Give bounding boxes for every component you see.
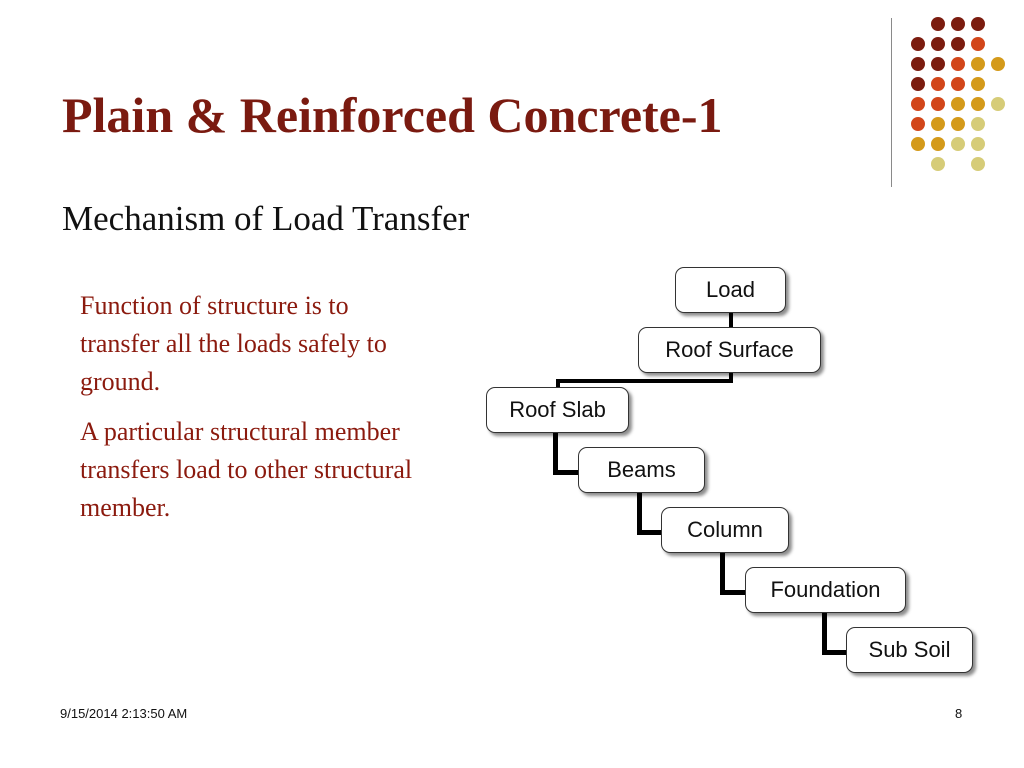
decorative-dot	[911, 37, 925, 51]
decorative-dot	[931, 97, 945, 111]
connector-load-roof-surface	[729, 311, 733, 327]
footer-page-number: 8	[955, 706, 963, 721]
connector-roof-surface-roof-slab-v	[556, 379, 560, 387]
decorative-dot	[931, 57, 945, 71]
node-beams: Beams	[578, 447, 705, 493]
decorative-dot	[951, 37, 965, 51]
decorative-dot	[951, 77, 965, 91]
decorative-dot	[971, 37, 985, 51]
slide-title: Plain & Reinforced Concrete-1	[62, 87, 723, 143]
connector-column-foundation	[720, 553, 725, 594]
paragraph-1: Function of structure is to transfer all…	[80, 291, 387, 396]
connector-foundation-sub-soil	[822, 613, 827, 654]
decorative-dot	[951, 97, 965, 111]
decorative-dot	[931, 117, 945, 131]
decorative-dot	[931, 157, 945, 171]
connector-column-foundation-h	[720, 590, 747, 595]
decorative-dot	[991, 57, 1005, 71]
decorative-dot	[951, 137, 965, 151]
decorative-dot	[911, 117, 925, 131]
decorative-dot	[971, 97, 985, 111]
decorative-dot	[911, 137, 925, 151]
decorative-dot	[911, 77, 925, 91]
connector-beams-column	[637, 493, 642, 534]
node-load: Load	[675, 267, 786, 313]
decorative-dot	[911, 97, 925, 111]
node-roof-surface: Roof Surface	[638, 327, 821, 373]
body-text: Function of structure is to transfer all…	[80, 287, 420, 539]
decorative-dot	[971, 137, 985, 151]
node-roof-slab: Roof Slab	[486, 387, 629, 433]
node-foundation: Foundation	[745, 567, 906, 613]
connector-foundation-sub-soil-h	[822, 650, 846, 655]
decorative-dot	[971, 57, 985, 71]
connector-roof-slab-beams-h	[553, 470, 579, 475]
header-divider	[891, 18, 892, 187]
decorative-dot	[971, 157, 985, 171]
decorative-dot	[971, 17, 985, 31]
paragraph-2: A particular structural member transfers…	[80, 417, 413, 522]
footer-datetime: 9/15/2014 2:13:50 AM	[60, 706, 188, 721]
decorative-dot	[951, 57, 965, 71]
decorative-dot	[951, 117, 965, 131]
decorative-dot	[911, 57, 925, 71]
connector-beams-column-h	[637, 530, 661, 535]
decorative-dot	[931, 137, 945, 151]
slide-subtitle: Mechanism of Load Transfer	[62, 199, 470, 238]
connector-roof-surface-roof-slab	[729, 371, 733, 383]
node-column: Column	[661, 507, 789, 553]
node-sub-soil: Sub Soil	[846, 627, 973, 673]
connector-roof-slab-beams	[553, 433, 558, 474]
decorative-dot	[931, 77, 945, 91]
decorative-dot	[931, 37, 945, 51]
decorative-dot	[971, 117, 985, 131]
connector-roof-surface-roof-slab-h	[556, 379, 733, 383]
decorative-dot	[991, 97, 1005, 111]
decorative-dot	[951, 17, 965, 31]
decorative-dot	[971, 77, 985, 91]
decorative-dot	[931, 17, 945, 31]
